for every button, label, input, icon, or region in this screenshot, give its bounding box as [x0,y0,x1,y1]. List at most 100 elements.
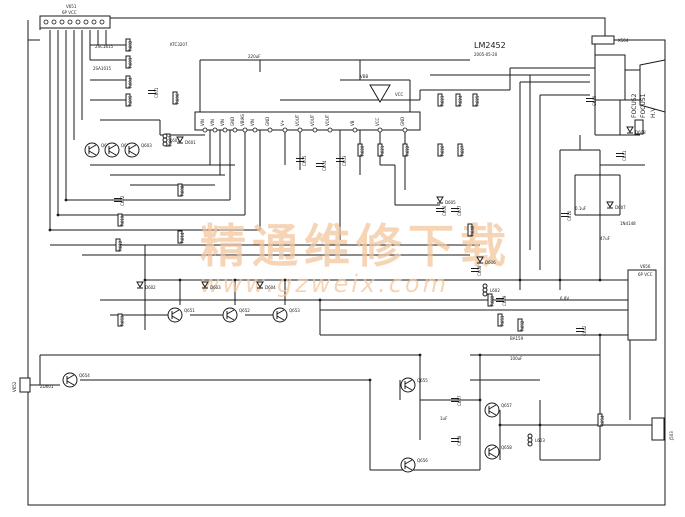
ic-pin-label: VOUT [295,114,300,126]
capacitor: C608 [471,265,482,276]
diode: D605 [436,196,456,205]
junction-dot [518,278,522,282]
misc-label: BA159 [510,336,524,341]
capacitor-label: C606 [442,205,447,216]
ic-pin [312,127,318,133]
ic-pin-label: VCC [375,117,380,126]
capacitor: C607 [451,205,462,216]
transistor: Q653 [272,307,300,323]
resistor: R627 [457,143,465,157]
resistor-label: R610 [120,215,125,226]
title-block: LM2452 2005-05-20 [474,41,506,57]
misc-label: 6.8V [560,296,569,301]
capacitor-label: C603 [342,155,347,166]
transistor-label: Q655 [417,378,428,383]
resistor-label: R625 [475,95,480,106]
misc-label: 220uF [248,54,261,59]
capacitor: C601 [148,87,159,98]
misc-label: 100uF [510,356,523,361]
watermark-url: www.gzweix.com [200,270,449,298]
resistor: R606 [172,91,180,105]
focus1-label: FOCUS1 [640,93,647,118]
misc-label: 1N4148 [620,221,636,226]
diode-label: D602 [145,285,156,290]
junction-dot [478,398,482,402]
transistor-type-label: KTC3207 [170,42,188,47]
resistor-label: R650 [490,295,495,306]
inductor: L602 [482,283,500,297]
ic-pin [267,127,273,133]
ic-pin-label: GND [400,117,405,126]
capacitor: C602 [114,195,125,206]
junction-dot [498,423,502,427]
resistor-label: R653 [120,315,125,326]
transistor-label: Q656 [417,458,428,463]
ic-pin [297,127,303,133]
diode: D601 [176,136,196,145]
ic-pin-label: VB [350,120,355,126]
resistor-label: R621 [380,145,385,156]
inductor: L601 [162,133,180,147]
ic-pin-label: V+ [280,120,285,126]
resistor: R654 [597,413,605,427]
ic-pin [377,127,383,133]
connector-right-mid: V656 6P VCC [627,264,657,341]
resistor: R623 [437,93,445,107]
resistor: R624 [455,93,463,107]
misc-label: 1uF [440,416,448,421]
ic-pin [252,127,258,133]
resistor-label: R640 [470,225,475,236]
junction-dot [598,333,602,337]
transistor: Q656 [400,457,428,473]
date-label: 2005-05-20 [474,52,498,57]
capacitor-label: C609 [502,295,507,306]
connector-left-bottom-ref: V652 [12,381,17,392]
capacitor: C610 [561,210,572,221]
junction-dot [418,353,422,357]
ic-vbb-label: VBB [360,74,368,79]
resistor: R651 [497,313,505,327]
resistor-label: R602 [128,40,133,51]
resistor-label: R651 [500,315,505,326]
resistor-label: R604 [128,77,133,88]
resistor-label: R603 [128,57,133,68]
capacitor-label: C605 [302,155,307,166]
junction-dot [368,378,372,382]
capacitor: C640 [586,95,597,106]
capacitor: C658 [451,435,462,446]
diode-label: D601 [185,140,196,145]
diode: D604 [256,281,276,290]
capacitor: C605 [296,155,307,166]
capacitor: C642 [576,325,587,336]
resistor-label: R622 [405,145,410,156]
ic-pin-label: VIN [250,119,255,126]
ic-pin-label: VBIAS [240,114,245,126]
connector-top-left: V651 6P VCC [39,4,111,29]
resistor: R602 [125,38,133,52]
ic-pin-label: VIN [220,119,225,126]
resistor: R612 [115,238,123,252]
resistor: R653 [117,313,125,327]
junction-dot [318,298,322,302]
ic-pin [212,127,218,133]
transistor-type-label: 2SA1015 [93,66,112,71]
connector-top-right: X504 [618,38,629,43]
diode: D608 [626,126,646,135]
resistor: R610 [117,213,125,227]
resistor: R603 [125,55,133,69]
ic-pin [242,127,248,133]
transistor: Q655 [400,377,428,393]
diode-label: D605 [445,200,456,205]
inductor-label: L601 [170,138,180,143]
resistor-label: R612 [118,240,123,251]
transistor-type-label: 2SC1815 [95,44,114,49]
capacitor-label: C608 [477,265,482,276]
capacitor: C604 [316,160,327,171]
diode-label: D607 [615,205,626,210]
junction-dot [558,278,562,282]
hv-label: H.V [650,107,657,118]
junction-dot [48,228,52,232]
watermark-chinese: 精通维修下载 [200,219,512,273]
